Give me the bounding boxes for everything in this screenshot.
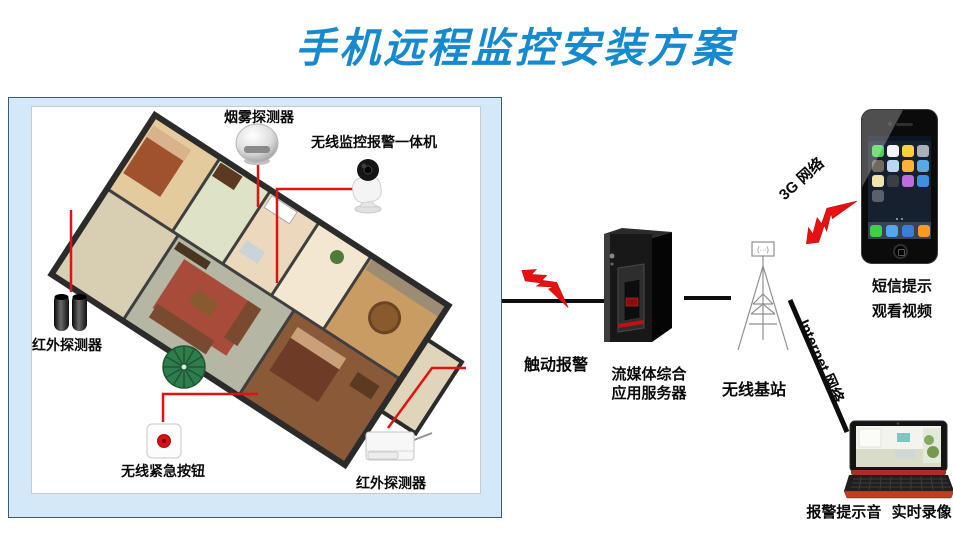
antenna-signal-symbol: (···) xyxy=(757,247,769,254)
laptop-caption: 报警提示音 实时录像 xyxy=(806,504,952,521)
phone-screen xyxy=(868,136,931,239)
app-icon xyxy=(917,175,929,187)
patio-umbrella xyxy=(162,345,206,389)
app-icon xyxy=(872,175,884,187)
smoke-detector-label: 烟雾探测器 xyxy=(224,109,294,125)
app-icon xyxy=(872,160,884,172)
phone-home-button xyxy=(893,244,908,259)
lightning-bolt-3g-icon xyxy=(806,200,857,245)
emergency-button-icon xyxy=(146,423,182,459)
app-icon xyxy=(872,145,884,157)
infrared-left-label: 红外探测器 xyxy=(32,337,102,353)
base-station-label: 无线基站 xyxy=(721,382,786,399)
app-icon xyxy=(917,145,929,157)
camera-icon xyxy=(352,159,382,214)
trigger-alarm-label: 触动报警 xyxy=(524,357,589,374)
phone-camera-icon xyxy=(888,122,892,126)
app-icon xyxy=(902,160,914,172)
phone-caption-line1: 短信提示 xyxy=(871,278,932,295)
host-label: 无线监控报警一体机 xyxy=(311,134,437,150)
antenna-tower-icon: (···) xyxy=(737,241,789,351)
smoke-detector-icon xyxy=(235,123,279,165)
laptop-icon xyxy=(843,420,953,499)
connector-lines xyxy=(502,296,850,433)
smartphone xyxy=(861,109,938,264)
app-icon xyxy=(887,160,899,172)
server-caption-line2: 应用服务器 xyxy=(611,385,687,402)
infrared-bottom-label: 红外探测器 xyxy=(356,475,426,491)
page-title: 手机远程监控安装方案 xyxy=(295,25,735,71)
app-icon xyxy=(901,224,914,237)
app-icon xyxy=(872,190,884,202)
app-icon xyxy=(887,145,899,157)
internet-line xyxy=(787,299,850,433)
app-icon xyxy=(902,145,914,157)
infrared-detector-icon xyxy=(54,294,87,331)
server-tower-icon xyxy=(604,228,672,342)
app-icon xyxy=(869,224,882,237)
emergency-button-label: 无线紧急按钮 xyxy=(121,463,205,479)
server-caption: 流媒体综合 应用服务器 xyxy=(599,365,699,403)
app-icon xyxy=(887,175,899,187)
lightning-bolt-icon xyxy=(521,269,569,308)
app-icon xyxy=(885,224,898,237)
phone-app-grid xyxy=(872,145,929,202)
app-icon xyxy=(902,175,914,187)
floorplan-illustration xyxy=(47,110,465,470)
app-icon xyxy=(917,160,929,172)
phone-dock xyxy=(868,222,931,239)
phone-caption-line2: 观看视频 xyxy=(871,303,932,320)
infrared-sensor-icon xyxy=(365,431,433,461)
app-icon xyxy=(917,224,930,237)
phone-statusbar xyxy=(868,136,931,141)
server-caption-line1: 流媒体综合 xyxy=(611,366,687,383)
phone-page-dots xyxy=(868,218,931,220)
phone-speaker-icon xyxy=(896,123,913,126)
device-connector-lines xyxy=(69,165,466,429)
